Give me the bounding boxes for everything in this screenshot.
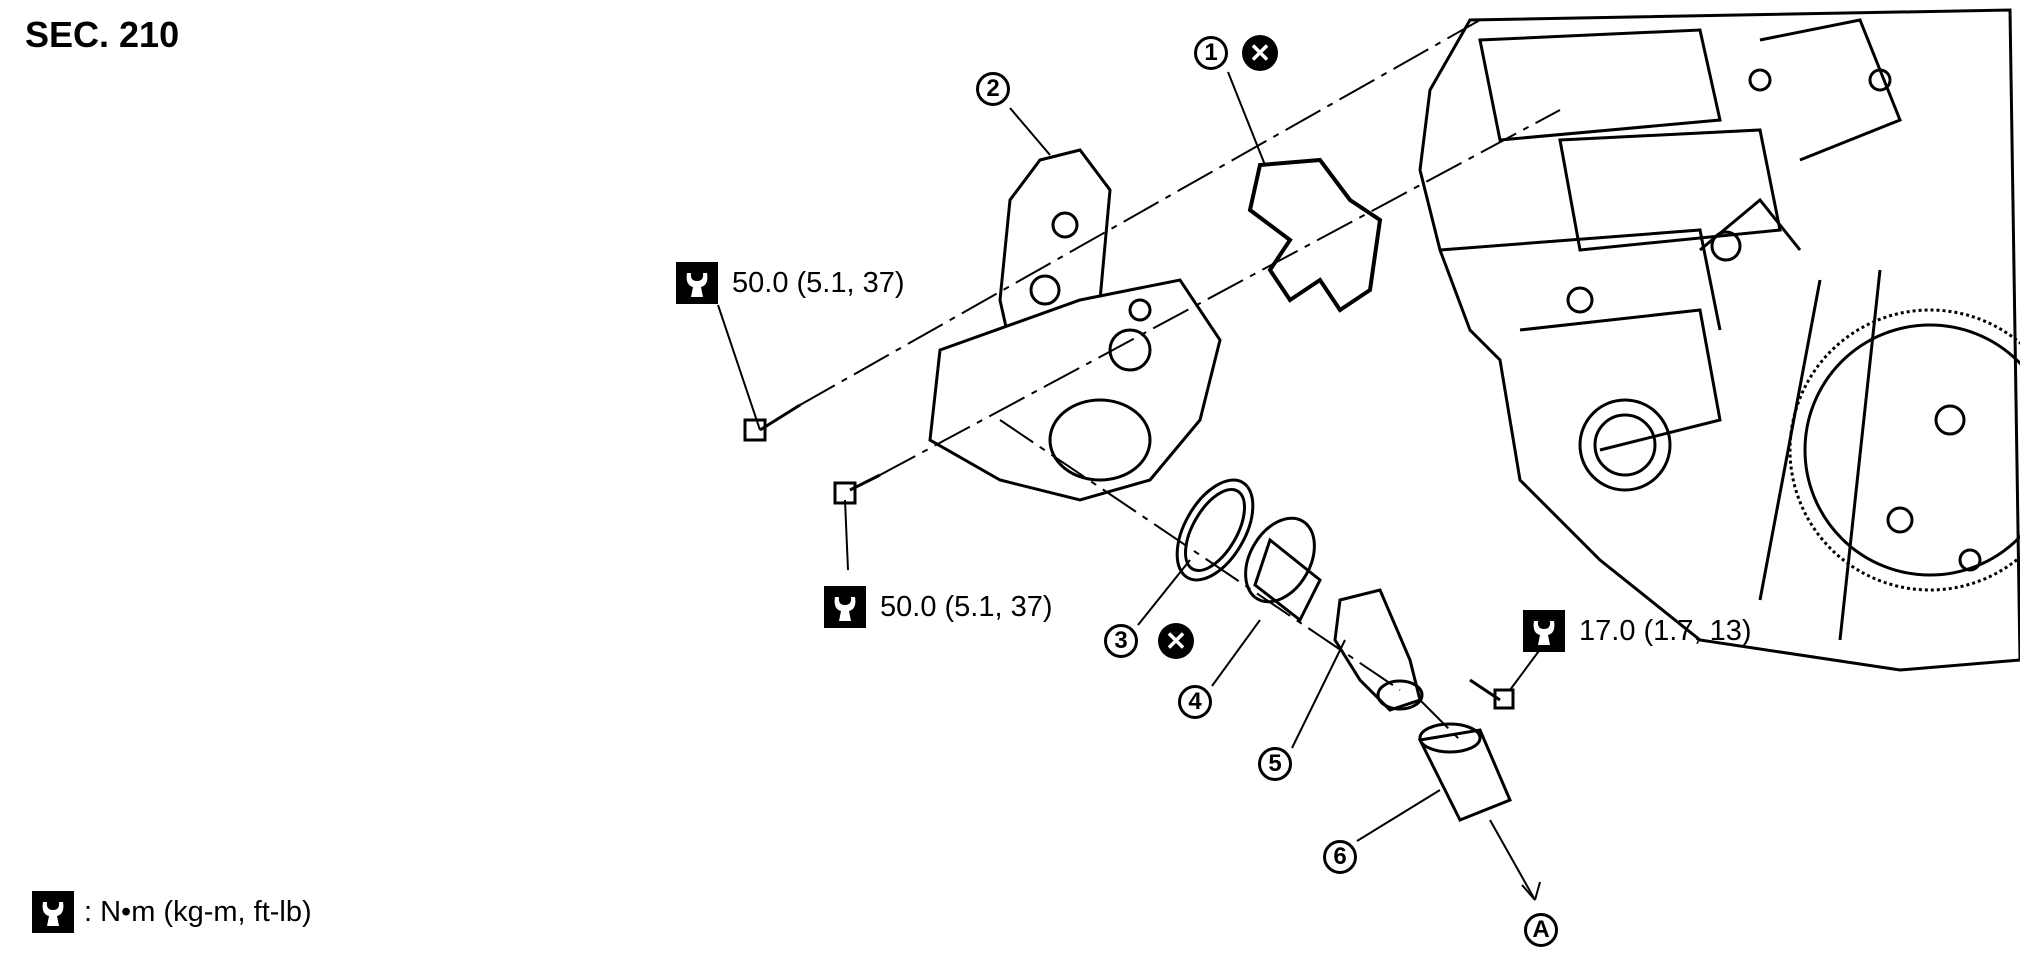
- engine-block: [1418, 8, 2020, 672]
- o-ring: [1175, 478, 1255, 582]
- thermostat: [1244, 516, 1322, 623]
- torque-spec-2: 50.0 (5.1, 37): [824, 586, 1053, 628]
- do-not-reuse-x-icon: ✕: [1242, 35, 1278, 71]
- water-inlet: [1333, 588, 1424, 712]
- callout-2: 2: [976, 72, 1010, 106]
- callout-1: 1: [1194, 36, 1228, 70]
- temperature-sensor: [1417, 722, 1512, 822]
- wrench-icon: [32, 891, 74, 933]
- water-outlet-housing: [928, 278, 1222, 502]
- torque-spec-3: 17.0 (1.7, 13): [1523, 610, 1752, 652]
- callout-a: A: [1524, 913, 1558, 947]
- torque-value: 50.0 (5.1, 37): [880, 590, 1053, 623]
- torque-value: 50.0 (5.1, 37): [732, 266, 905, 299]
- wrench-icon: [676, 262, 718, 304]
- callout-4: 4: [1178, 685, 1212, 719]
- gasket: [1247, 157, 1383, 313]
- legend-text: : N•m (kg-m, ft-lb): [84, 895, 312, 928]
- section-label: SEC. 210: [25, 14, 180, 55]
- torque-legend: : N•m (kg-m, ft-lb): [32, 891, 312, 933]
- wrench-icon: [824, 586, 866, 628]
- torque-spec-1: 50.0 (5.1, 37): [676, 262, 905, 304]
- torque-value: 17.0 (1.7, 13): [1579, 614, 1752, 647]
- wrench-icon: [1523, 610, 1565, 652]
- alignment-lines: [799, 19, 1561, 741]
- callout-5: 5: [1258, 747, 1292, 781]
- callout-6: 6: [1323, 840, 1357, 874]
- callout-3: 3: [1104, 624, 1138, 658]
- do-not-reuse-x-icon: ✕: [1158, 623, 1194, 659]
